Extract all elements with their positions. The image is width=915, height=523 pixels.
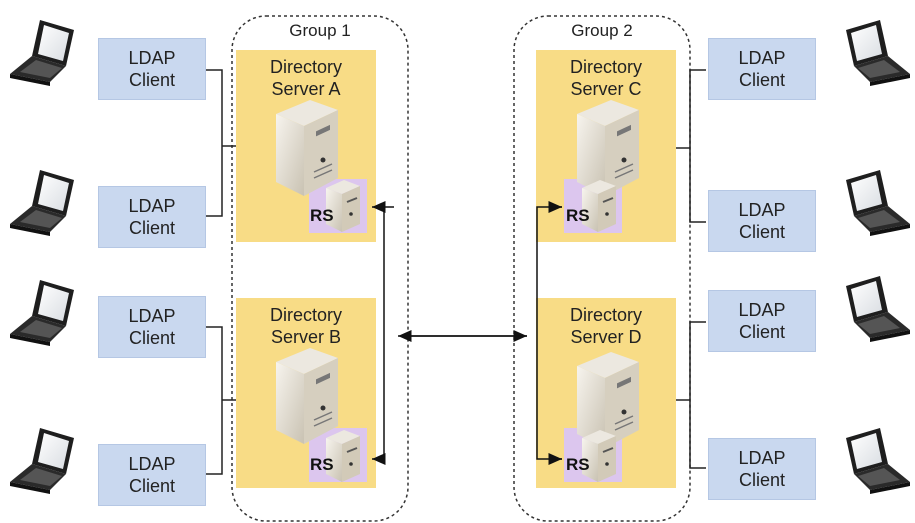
laptop-icon bbox=[10, 280, 74, 346]
ldap-client-box: LDAP Client bbox=[98, 296, 206, 358]
laptop-icon bbox=[846, 428, 910, 494]
laptop-icon bbox=[846, 170, 910, 236]
ldap-client-label: LDAP Client bbox=[128, 306, 176, 348]
server-tower-icon bbox=[576, 99, 640, 197]
ldap-client-box: LDAP Client bbox=[98, 186, 206, 248]
ldap-client-label: LDAP Client bbox=[128, 196, 176, 238]
ldap-client-label: LDAP Client bbox=[128, 454, 176, 496]
ldap-client-label: LDAP Client bbox=[128, 48, 176, 90]
rs-d-label: RS bbox=[566, 455, 590, 474]
ldap-client-label: LDAP Client bbox=[738, 300, 786, 342]
laptop-icon bbox=[10, 20, 74, 86]
ldap-client-label: LDAP Client bbox=[738, 200, 786, 242]
group-2-title: Group 2 bbox=[571, 21, 633, 40]
ldap-client-box: LDAP Client bbox=[98, 444, 206, 506]
group-1-border bbox=[231, 15, 409, 522]
laptop-icon bbox=[846, 20, 910, 86]
ldap-client-box: LDAP Client bbox=[98, 38, 206, 100]
ldap-client-box: LDAP Client bbox=[708, 438, 816, 500]
rs-b-label: RS bbox=[310, 455, 334, 474]
laptop-icon bbox=[10, 428, 74, 494]
server-tower-icon bbox=[275, 347, 339, 445]
server-tower-icon bbox=[275, 99, 339, 197]
server-a-label: Directory Server A bbox=[269, 57, 342, 99]
rs-a-label: RS bbox=[310, 206, 334, 225]
rs-c-label: RS bbox=[566, 206, 590, 225]
ldap-client-label: LDAP Client bbox=[738, 448, 786, 490]
server-b-label: Directory Server B bbox=[269, 305, 342, 347]
group-2-border bbox=[513, 15, 691, 522]
server-c-label: Directory Server C bbox=[569, 57, 642, 99]
ldap-client-box: LDAP Client bbox=[708, 38, 816, 100]
laptop-icon bbox=[10, 170, 74, 236]
ldap-client-label: LDAP Client bbox=[738, 48, 786, 90]
replication-lines bbox=[372, 201, 562, 465]
client-connector-lines bbox=[206, 69, 706, 475]
server-d-label: Directory Server D bbox=[569, 305, 642, 347]
group-1-title: Group 1 bbox=[289, 21, 351, 40]
laptop-icon bbox=[846, 276, 910, 342]
ldap-client-box: LDAP Client bbox=[708, 190, 816, 252]
ldap-client-box: LDAP Client bbox=[708, 290, 816, 352]
